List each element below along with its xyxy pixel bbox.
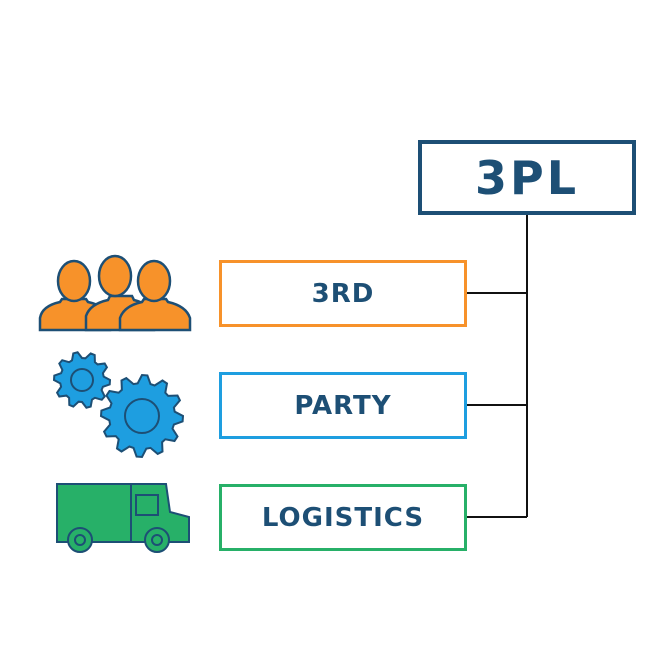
title-box: 3PL bbox=[418, 140, 636, 215]
item-label: PARTY bbox=[294, 390, 392, 421]
item-box-logistics: LOGISTICS bbox=[219, 484, 467, 551]
item-box-3rd: 3RD bbox=[219, 260, 467, 327]
truck-icon bbox=[56, 483, 190, 553]
item-box-party: PARTY bbox=[219, 372, 467, 439]
title-text: 3PL bbox=[474, 150, 580, 205]
item-label: 3RD bbox=[311, 278, 375, 309]
item-label: LOGISTICS bbox=[261, 502, 425, 533]
small-gear-hole bbox=[70, 368, 94, 392]
gears-icon bbox=[52, 351, 185, 459]
connector-lines bbox=[466, 214, 528, 518]
large-gear-hole bbox=[124, 398, 160, 434]
people-icon bbox=[38, 254, 192, 332]
